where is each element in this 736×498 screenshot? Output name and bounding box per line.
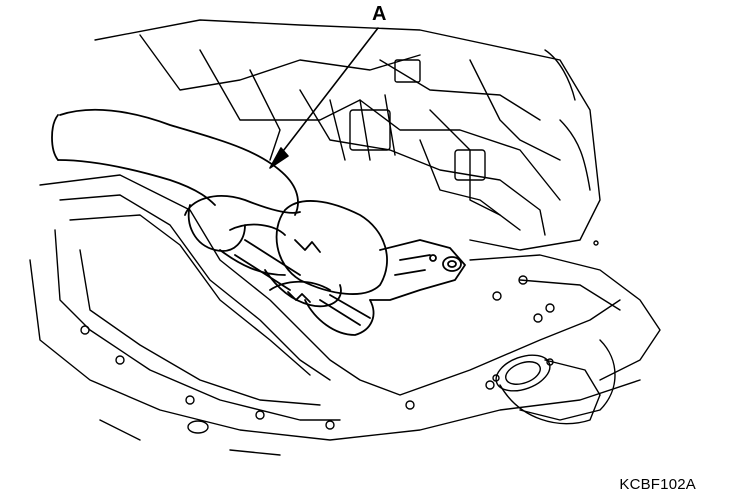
front-exhaust-pipe xyxy=(51,108,301,252)
figure-code: KCBF102A xyxy=(619,476,696,493)
callout-label-a: A xyxy=(372,3,387,25)
callout-arrow xyxy=(269,27,379,169)
crossmember xyxy=(469,240,661,421)
exhaust-flange xyxy=(492,354,601,425)
oil-pan xyxy=(29,174,641,456)
catalytic-converter xyxy=(219,200,466,336)
transmission-housing xyxy=(94,19,601,251)
